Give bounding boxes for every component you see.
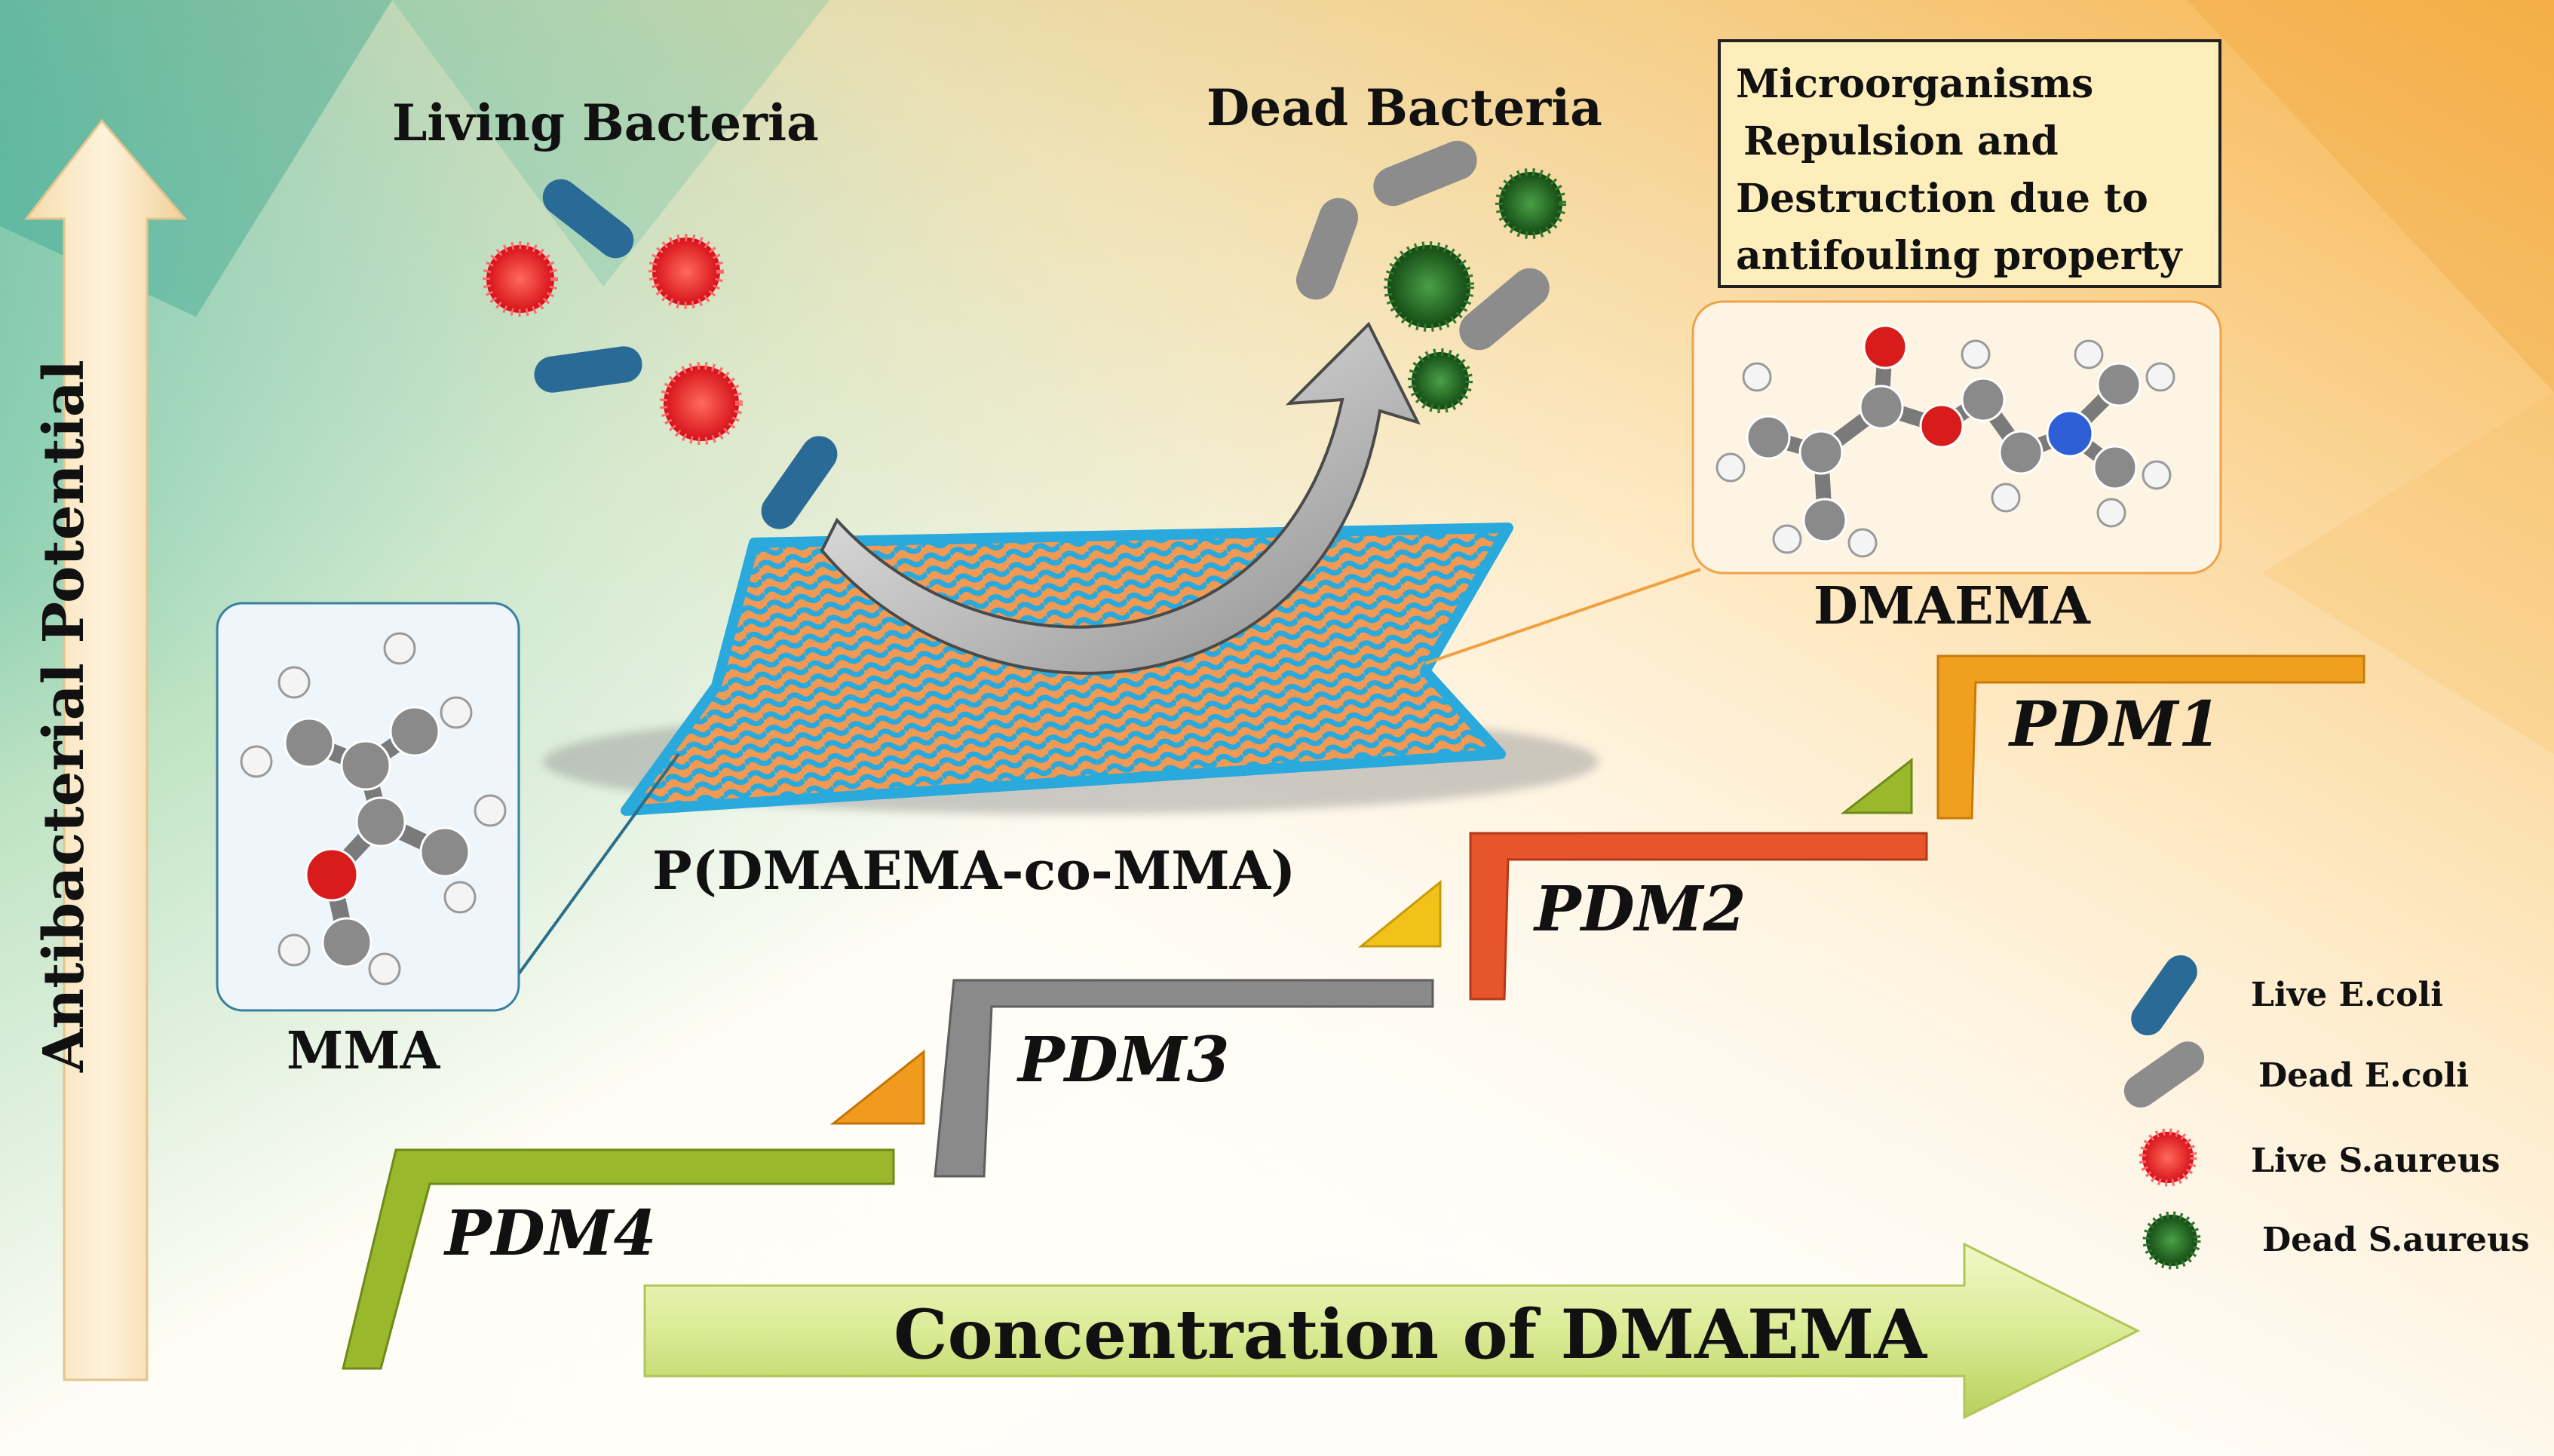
info-box-line: Microorganisms xyxy=(1736,61,2094,107)
mma-label: MMA xyxy=(287,1021,440,1081)
dead-ecoli-icon xyxy=(2123,1041,2205,1108)
step-pdm2 xyxy=(1357,832,1928,1001)
legend-dead-saureus: Dead S.aureus xyxy=(2262,1221,2530,1259)
legend-live-ecoli: Live E.coli xyxy=(2251,976,2443,1014)
mma-molecule-model xyxy=(240,632,507,985)
dead-ecoli-icon xyxy=(1295,198,1359,300)
live-saureus-icon xyxy=(2139,1128,2197,1187)
polymer-label: P(DMAEMA-co-MMA) xyxy=(652,839,1296,902)
dead-saureus-icon xyxy=(1495,168,1566,239)
dead-bacteria-label: Dead Bacteria xyxy=(1206,78,1602,137)
step-label-pdm4: PDM4 xyxy=(445,1197,657,1270)
living-bacteria-label: Living Bacteria xyxy=(392,93,819,152)
legend-dead-ecoli: Dead E.coli xyxy=(2258,1056,2470,1095)
horizontal-axis-arrow xyxy=(643,1242,2141,1420)
bg-facet xyxy=(392,0,829,287)
live-ecoli-icon xyxy=(2131,955,2197,1036)
dmaema-label: DMAEMA xyxy=(1814,576,2090,636)
curved-transfer-arrow xyxy=(820,321,1421,675)
legend-live-saureus: Live S.aureus xyxy=(2251,1142,2500,1180)
step-label-pdm3: PDM3 xyxy=(1018,1024,1230,1096)
step-wedge xyxy=(1357,879,1442,948)
dead-ecoli-icon xyxy=(1373,140,1477,207)
info-box: Microorganisms Repulsion and Destruction… xyxy=(1718,39,2221,288)
dmaema-connector xyxy=(1424,568,1701,665)
info-box-line: Repulsion and xyxy=(1743,118,2059,164)
info-box-line: Destruction due to xyxy=(1736,176,2148,222)
bg-facet xyxy=(2262,392,2554,754)
step-label-pdm2: PDM2 xyxy=(1535,873,1746,946)
step-label-pdm1: PDM1 xyxy=(2010,688,2221,761)
step-wedge xyxy=(829,1049,925,1125)
dead-saureus-icon xyxy=(2142,1211,2201,1270)
step-pdm1 xyxy=(1840,654,2365,820)
horizontal-axis-label: Concentration of DMAEMA xyxy=(894,1295,1927,1375)
live-ecoli-icon xyxy=(761,436,838,529)
step-wedge xyxy=(1840,757,1913,814)
dead-ecoli-icon xyxy=(1459,268,1550,351)
live-saureus-icon xyxy=(660,362,743,445)
bg-facet xyxy=(2187,0,2554,392)
live-saureus-icon xyxy=(483,241,558,317)
dead-bacteria-cluster xyxy=(1295,140,1566,413)
dead-saureus-icon xyxy=(1384,241,1474,332)
vertical-axis-label: Antibacterial Potential xyxy=(32,360,97,1072)
live-ecoli-icon xyxy=(542,179,634,259)
mma-connector xyxy=(496,753,680,1004)
dmaema-molecule-model xyxy=(1715,324,2175,558)
live-ecoli-icon xyxy=(534,346,642,393)
step-pdm4 xyxy=(342,1148,895,1370)
legend-icons xyxy=(2123,955,2205,1270)
dead-saureus-icon xyxy=(1408,348,1473,413)
living-bacteria-cluster xyxy=(483,179,838,529)
vertical-axis-arrow xyxy=(23,118,188,1381)
info-box-line: antifouling property xyxy=(1736,233,2182,279)
live-saureus-icon xyxy=(648,234,724,309)
step-pdm3 xyxy=(829,979,1434,1178)
